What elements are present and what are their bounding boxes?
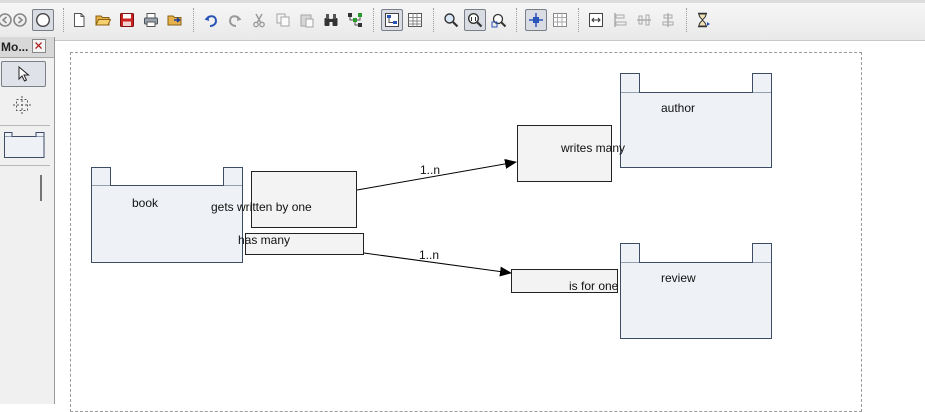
class-author[interactable]: [620, 73, 772, 168]
grid-view-icon[interactable]: [404, 9, 426, 31]
class-book-name: book: [132, 196, 159, 210]
class-shape-icon: [4, 132, 45, 158]
hourglass-icon[interactable]: [692, 9, 714, 31]
forward-icon[interactable]: [9, 9, 31, 31]
role-label-gets-written-by-one: gets written by one: [211, 200, 312, 214]
multiplicity-book-review: 1..n: [419, 248, 440, 262]
back-icon[interactable]: [0, 9, 16, 31]
class-review[interactable]: [620, 243, 772, 339]
role-box-writes-many[interactable]: [517, 125, 612, 182]
multiplicity-book-author: 1..n: [420, 163, 441, 177]
pointer-icon: [18, 66, 30, 82]
toolbar-separator: [63, 8, 65, 32]
connection-tool[interactable]: [39, 175, 43, 201]
toolbar-separator: [433, 8, 435, 32]
role-label-is-for-one: is for one: [569, 279, 619, 293]
class-author-name: author: [661, 101, 696, 115]
cut-icon[interactable]: [248, 9, 270, 31]
find-icon[interactable]: [320, 9, 342, 31]
class-book[interactable]: [91, 167, 243, 263]
class-review-name: review: [661, 271, 696, 285]
align-center-icon[interactable]: [585, 9, 607, 31]
navigator-icon[interactable]: [32, 9, 54, 31]
role-box-is-for-one[interactable]: [511, 269, 618, 293]
open-folder-icon[interactable]: [92, 9, 114, 31]
save-icon[interactable]: [116, 9, 138, 31]
close-icon: [35, 42, 43, 50]
role-box-has-many[interactable]: [245, 233, 364, 255]
export-icon[interactable]: [164, 9, 186, 31]
zoom-actual-icon[interactable]: [464, 9, 486, 31]
role-label-has-many: has many: [238, 233, 291, 247]
association-book-author[interactable]: [356, 158, 517, 191]
association-book-review[interactable]: [363, 252, 512, 277]
palette-divider: [0, 125, 50, 126]
role-label-writes-many: writes many: [561, 141, 626, 155]
palette-header: Mo...: [0, 37, 54, 58]
zoom-fit-icon[interactable]: [488, 9, 510, 31]
toolbar-separator: [686, 8, 688, 32]
redo-icon[interactable]: [224, 9, 246, 31]
marquee-icon: [13, 96, 31, 114]
role-box-gets-written-by-one[interactable]: [251, 171, 357, 228]
main-toolbar: [0, 0, 925, 41]
grid-icon[interactable]: [549, 9, 571, 31]
line-icon: [40, 175, 42, 201]
palette-panel: Mo...: [0, 37, 55, 404]
palette-title: Mo...: [1, 40, 29, 54]
toolbar-separator: [516, 8, 518, 32]
palette-divider: [0, 165, 50, 166]
copy-icon[interactable]: [272, 9, 294, 31]
class-tool[interactable]: [3, 131, 45, 159]
toolbar-top-edge: [0, 0, 925, 3]
toolbar-separator: [578, 8, 580, 32]
undo-icon[interactable]: [200, 9, 222, 31]
print-icon[interactable]: [140, 9, 162, 31]
tree-icon[interactable]: [344, 9, 366, 31]
align-horizontal-icon[interactable]: [633, 9, 655, 31]
distribute-icon[interactable]: [657, 9, 679, 31]
palette-close-button[interactable]: [32, 39, 46, 53]
select-tool[interactable]: [1, 61, 46, 87]
snap-icon[interactable]: [525, 9, 547, 31]
marquee-tool[interactable]: [12, 95, 34, 117]
new-document-icon[interactable]: [68, 9, 90, 31]
toolbar-separator: [373, 8, 375, 32]
toolbar-separator: [193, 8, 195, 32]
align-vertical-icon[interactable]: [609, 9, 631, 31]
zoom-in-icon[interactable]: [440, 9, 462, 31]
layout-icon[interactable]: [381, 9, 403, 31]
paste-icon[interactable]: [296, 9, 318, 31]
